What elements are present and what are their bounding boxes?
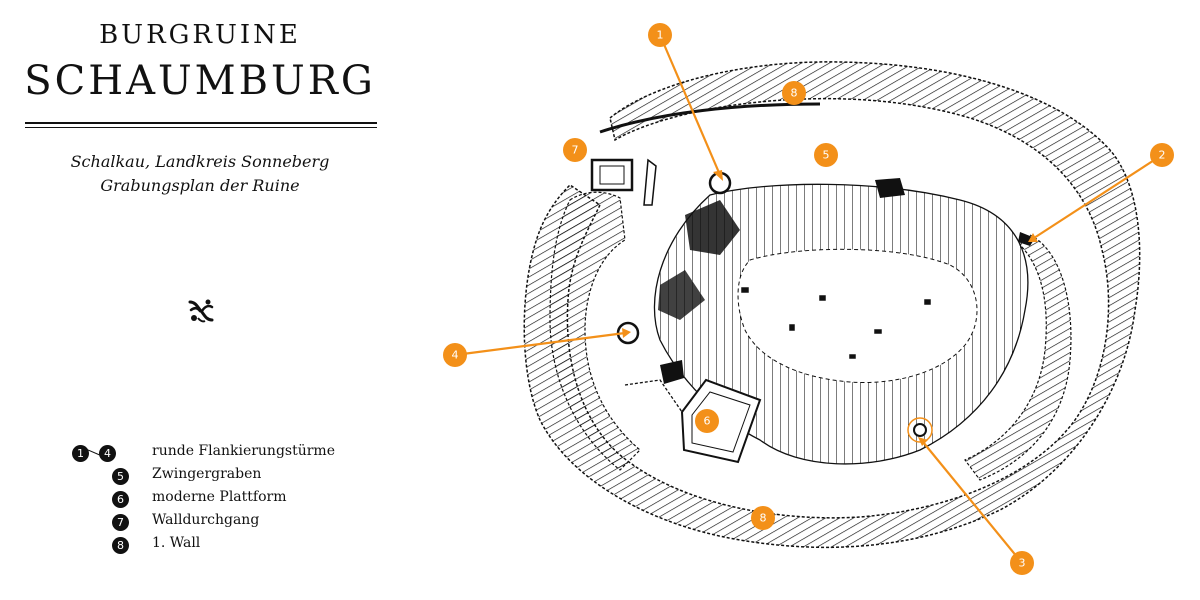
marker-3: 3 (1010, 551, 1034, 575)
svg-text:8: 8 (791, 87, 798, 100)
page-title: SCHAUMBURG (24, 58, 376, 104)
floral-ornament-icon (188, 299, 214, 323)
legend-row-plattform: 6 moderne Plattform (72, 488, 372, 510)
marker-8-north: 8 (782, 81, 806, 105)
legend-label: moderne Plattform (152, 489, 287, 505)
inner-rampart (549, 102, 1072, 481)
legend-number: 6 (112, 491, 129, 508)
legend-number: 5 (112, 468, 129, 485)
legend-row-zwingergraben: 5 Zwingergraben (72, 465, 372, 487)
svg-text:8: 8 (760, 512, 767, 525)
title-line-1: BURGRUINE (99, 20, 301, 50)
marker-2: 2 (1150, 143, 1174, 167)
marker-6: 6 (695, 409, 719, 433)
legend-label: Walldurchgang (152, 512, 260, 528)
svg-text:6: 6 (704, 415, 711, 428)
excavation-plan: 1 2 3 4 5 6 7 8 8 (443, 23, 1174, 575)
svg-text:5: 5 (823, 149, 830, 162)
svg-text:4: 4 (452, 349, 459, 362)
svg-text:1: 1 (657, 29, 664, 42)
legend-number: 4 (99, 445, 116, 462)
legend-row-wall: 8 1. Wall (72, 534, 372, 556)
subtitle-location: Schalkau, Landkreis Sonneberg (70, 152, 330, 171)
marker-4: 4 (443, 343, 467, 367)
castle-core (653, 178, 1029, 465)
marker-5: 5 (814, 143, 838, 167)
legend-number: 7 (112, 514, 129, 531)
outer-wall (523, 61, 1141, 549)
title-rule-thick (25, 122, 377, 124)
legend-label: 1. Wall (152, 535, 201, 551)
leader-arrowheads (622, 170, 1038, 446)
marker-1: 1 (648, 23, 672, 47)
title-rule-thin (25, 127, 377, 128)
svg-text:2: 2 (1159, 149, 1166, 162)
legend-row-towers: 1 4 runde Flankierungstürme (72, 442, 372, 464)
modern-platform (624, 378, 762, 464)
marker-7: 7 (563, 138, 587, 162)
legend-row-walldurchgang: 7 Walldurchgang (72, 511, 372, 533)
svg-text:7: 7 (572, 144, 579, 157)
svg-text:3: 3 (1019, 557, 1026, 570)
wall-passage (590, 158, 657, 206)
legend-number: 8 (112, 537, 129, 554)
legend-number: 1 (72, 445, 89, 462)
legend-label: Zwingergraben (152, 466, 262, 482)
marker-8-south: 8 (751, 506, 775, 530)
plan-markers: 1 2 3 4 5 6 7 8 8 (443, 23, 1174, 575)
legend-label: runde Flankierungstürme (152, 443, 335, 459)
leader-lines (454, 34, 1163, 564)
subtitle-description: Grabungsplan der Ruine (100, 176, 300, 195)
